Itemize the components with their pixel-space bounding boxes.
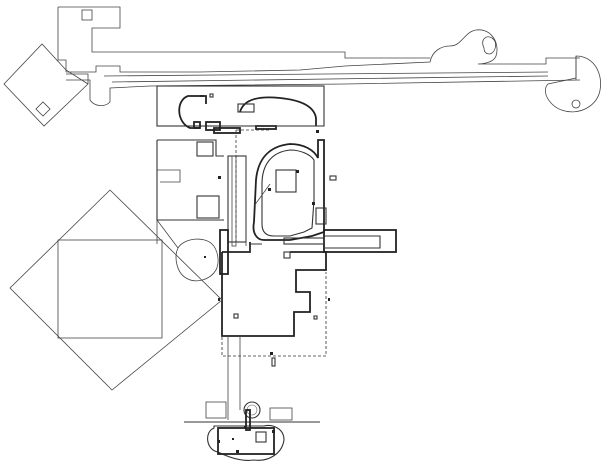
main-upper-block [156, 85, 325, 131]
dashed-boundary [221, 129, 327, 357]
south-right-box [269, 407, 293, 421]
diamond-outer [9, 189, 223, 391]
central-slab [227, 155, 247, 243]
large-diamond-pavilion [9, 189, 223, 391]
corridor-blob [482, 36, 496, 55]
lower-main-block [221, 242, 327, 355]
south-building [184, 401, 320, 461]
stadium-room-inner [261, 149, 315, 237]
diamond-inner-square [57, 239, 163, 339]
top-left-building [57, 6, 430, 72]
east-arm-outer [323, 229, 397, 253]
stadium-room-outer [252, 139, 325, 241]
right-semicircle-room [544, 55, 601, 113]
garden-blob [156, 219, 219, 282]
top-left-square-room [81, 9, 93, 21]
south-rotunda [243, 401, 261, 419]
south-left-box [205, 401, 227, 419]
stadium-square [275, 169, 297, 193]
right-room-circle [571, 99, 581, 109]
east-wing-arm [283, 175, 397, 253]
left-diamond-wing [3, 43, 89, 127]
south-path [218, 298, 330, 420]
long-corridor [66, 29, 601, 113]
diamond-small-square [35, 101, 51, 117]
main-middle-block [156, 125, 327, 275]
south-oval-plaza [207, 424, 285, 461]
